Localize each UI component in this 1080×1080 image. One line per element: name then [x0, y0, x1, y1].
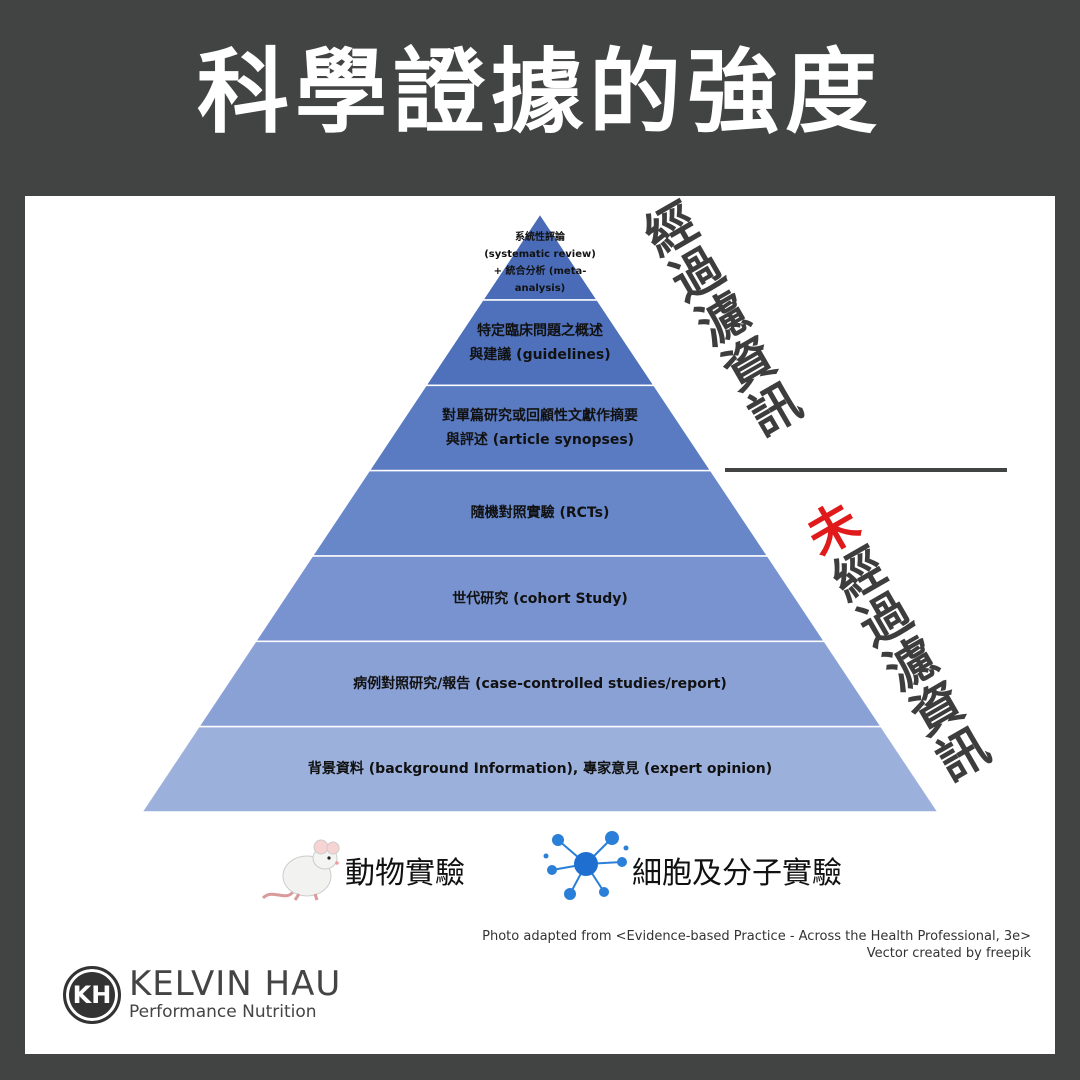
molecule-icon — [543, 831, 629, 900]
pyramid-tier-label-6: 病例對照研究/報告 (case-controlled studies/repor… — [353, 676, 727, 692]
logo-subtitle: Performance Nutrition — [129, 1002, 317, 1022]
brand-logo: KH KELVIN HAU Performance Nutrition — [63, 966, 341, 1024]
mouse-icon — [261, 839, 340, 901]
evidence-pyramid — [140, 212, 940, 813]
pyramid-tier-label-7: 背景資料 (background Information), 專家意見 (exp… — [307, 761, 773, 778]
legend-cell-label: 細胞及分子實驗 — [632, 856, 842, 891]
pyramid-tier-label-5: 世代研究 (cohort Study) — [452, 590, 628, 607]
logo-mark: KH — [63, 966, 121, 1024]
content-panel: 系統性評論 (systematic review) + 統合分析 (meta- … — [25, 194, 1055, 1054]
pyramid-tier-label-2: 特定臨床問題之概述 與建議 (guidelines) — [469, 322, 611, 363]
page-title: 科學證據的強度 — [196, 39, 883, 146]
legend-animal-label: 動物實驗 — [345, 856, 465, 891]
pyramid-tier-label-1: 系統性評論 (systematic review) + 統合分析 (meta- … — [484, 232, 596, 294]
pyramid-tier-label-3: 對單篇研究或回顧性文獻作摘要 與評述 (article synopses) — [441, 408, 638, 448]
credit-vector: Vector created by freepik — [866, 946, 1031, 961]
pyramid-tier-7 — [140, 725, 940, 813]
divider-line — [725, 468, 1007, 472]
logo-name: KELVIN HAU — [129, 964, 342, 1004]
pyramid-tier-label-4: 隨機對照實驗 (RCTs) — [470, 505, 610, 522]
credit-source: Photo adapted from <Evidence-based Pract… — [482, 929, 1031, 944]
